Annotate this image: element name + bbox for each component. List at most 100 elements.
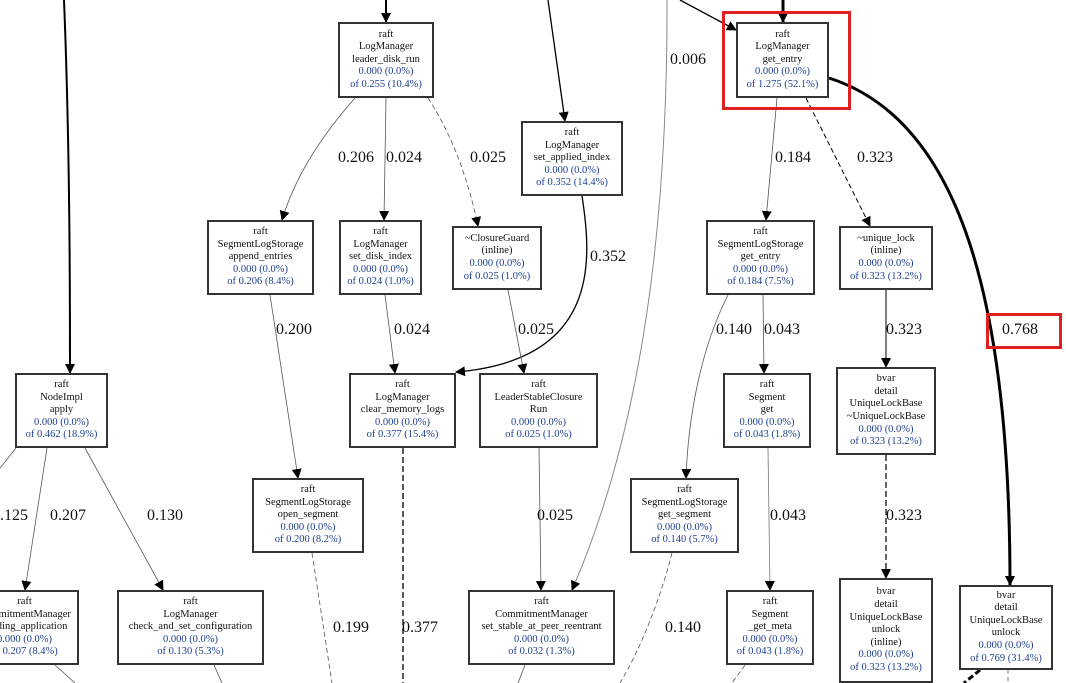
node-label-line: (inline) — [870, 245, 902, 257]
node-flat: 0.000 (0.0%) — [352, 263, 409, 275]
edge — [963, 668, 981, 683]
node-label-line: unlock — [991, 627, 1021, 639]
node-flat: 0.000 (0.0%) — [280, 521, 336, 533]
node-label-line: raft — [564, 127, 580, 138]
edge — [427, 97, 482, 227]
edge-weight-label: 0.043 — [764, 321, 800, 338]
node-cumulative: of 0.323 (13.2%) — [850, 270, 922, 282]
edge-weight-label: 0.199 — [333, 619, 369, 636]
node-cumulative: of 1.275 (52.1%) — [746, 78, 819, 90]
node-flat: 0.000 (0.0%) — [742, 633, 798, 645]
node-label-line: ~unique_lock — [857, 232, 915, 244]
edge — [571, 0, 668, 591]
node-pending-application[interactable]: raftCommitmentManagerpending_application… — [0, 590, 79, 665]
node-flat: 0.000 (0.0%) — [513, 633, 570, 645]
edge-weight-label: 0.025 — [518, 321, 554, 338]
node-cumulative: of 0.462 (18.9%) — [25, 429, 98, 441]
node-flat: 0.000 (0.0%) — [544, 164, 600, 176]
edge — [269, 294, 302, 479]
edge — [507, 289, 528, 374]
edge — [761, 97, 778, 221]
edge-weight-label: .125 — [0, 507, 28, 524]
edge — [63, 0, 75, 374]
node-label-line: raft — [183, 596, 198, 607]
edge-weight-label: 0.140 — [716, 321, 752, 338]
edge — [547, 0, 569, 122]
node-cumulative: of 0.043 (1.8%) — [733, 429, 801, 441]
edge — [279, 97, 356, 221]
edge-weight-label: 0.130 — [147, 507, 183, 524]
node-label-line: LogManager — [544, 139, 600, 151]
node-label-line: bvar — [876, 373, 896, 385]
edge-weight-label: 0.025 — [470, 149, 506, 166]
edge — [764, 447, 775, 591]
node-cumulative: of 0.025 (1.0%) — [505, 429, 572, 441]
edge-weight-label: 0.207 — [50, 507, 86, 524]
node-label-line: SegmentLogStorage — [265, 496, 351, 508]
edge — [384, 294, 399, 374]
node-label-line: detail — [874, 598, 898, 610]
node-label-line: CommitmentManager — [495, 608, 588, 620]
node-label-line: open_segment — [277, 509, 339, 521]
node-label-line: get_segment — [657, 509, 712, 521]
edge — [311, 552, 333, 683]
edge — [731, 664, 746, 683]
node-cumulative: of 0.200 (8.2%) — [274, 534, 342, 546]
edge-weight-label: 0.768 — [1002, 321, 1038, 338]
edge-weight-label: 0.140 — [665, 619, 701, 636]
node-label-line: LogManager — [163, 608, 218, 620]
node-label-line: append_entries — [228, 251, 293, 263]
node-label-line: ~UniqueLockBase — [846, 410, 926, 422]
node-label-line: Segment — [751, 608, 789, 620]
node-cumulative: of 0.140 (5.7%) — [651, 534, 718, 546]
edge — [535, 447, 546, 591]
node-label-line: apply — [49, 404, 74, 416]
edge-weight-label: 0.200 — [276, 321, 312, 338]
edge — [21, 447, 48, 591]
node-flat: 0.000 (0.0%) — [732, 263, 789, 275]
node-label-line: raft — [759, 379, 775, 390]
node-flat: 0.000 (0.0%) — [510, 416, 567, 428]
edge — [681, 294, 729, 479]
node-label-line: unlock — [871, 624, 901, 636]
node-cumulative: of 0.032 (1.3%) — [508, 646, 575, 658]
node-label-line: raft — [253, 226, 268, 237]
node-cumulative: of 0.025 (1.0%) — [463, 270, 531, 282]
node-cumulative: of 0.130 (5.3%) — [157, 646, 224, 658]
node-label-line: (inline) — [870, 636, 902, 648]
node-label-line: leader_disk_run — [352, 53, 420, 65]
node-label-line: pending_application — [0, 621, 68, 633]
node-label-line: (inline) — [481, 245, 513, 257]
node-label-line: raft — [534, 596, 549, 607]
node-flat: 0.000 (0.0%) — [374, 416, 431, 428]
node-label-line: ~ClosureGuard — [464, 232, 530, 244]
node-unique-lock[interactable]: ~unique_lock(inline)0.000 (0.0%)of 0.323… — [839, 226, 933, 290]
node-closure-guard[interactable]: ~ClosureGuard(inline)0.000 (0.0%)of 0.02… — [452, 226, 542, 290]
edge-weight-label: 0.043 — [770, 507, 806, 524]
node-label-line: get_entry — [740, 251, 781, 263]
node-cumulative: of 0.377 (15.4%) — [366, 429, 439, 441]
node-cumulative: of 0.323 (13.2%) — [850, 661, 922, 673]
node-label-line: raft — [753, 226, 768, 237]
node-label-line: LeaderStableClosure — [494, 391, 583, 403]
